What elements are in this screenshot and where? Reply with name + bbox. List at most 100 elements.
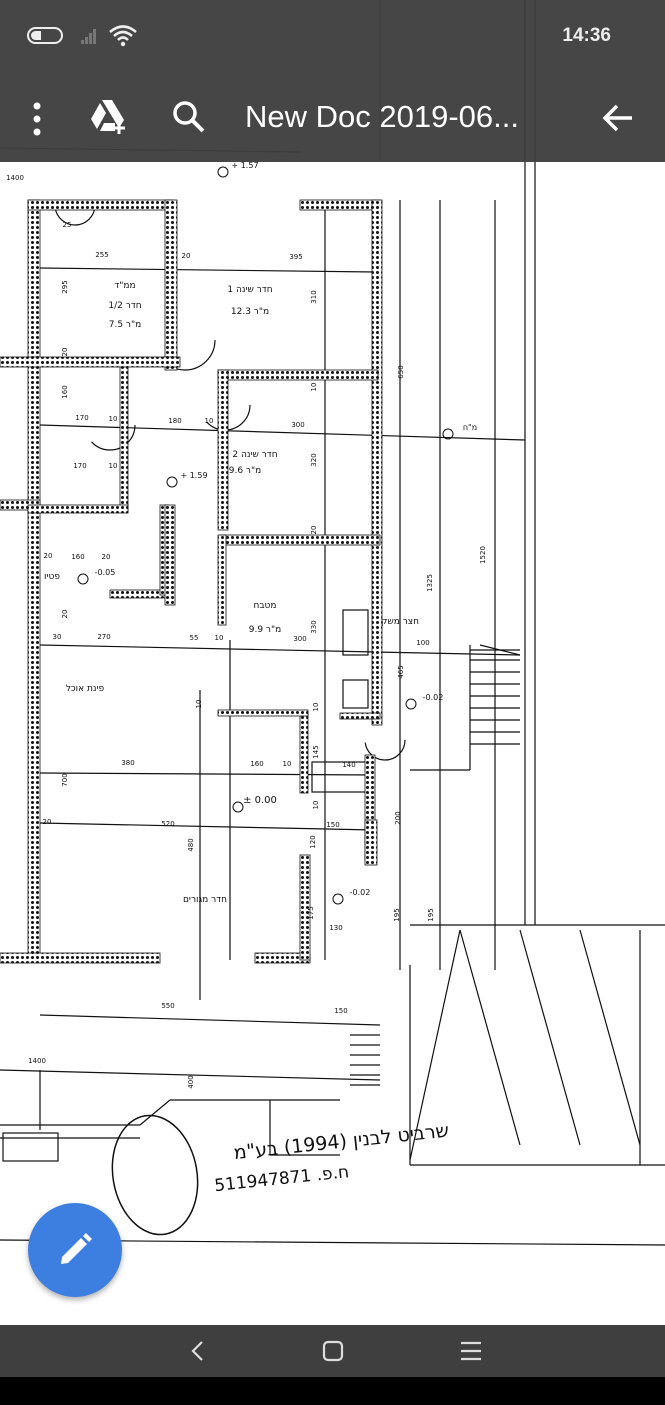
plan-text: 1400 <box>6 174 24 182</box>
designer-stamp: שרביט לבנין (1994) בע"מ ח.פ. 511947871 <box>111 1114 450 1236</box>
plan-text: 200 <box>394 811 402 824</box>
plan-text: 150 <box>326 821 339 829</box>
plan-text: 140 <box>342 761 355 769</box>
plan-text: 10 <box>310 383 318 392</box>
plan-text: 650 <box>397 365 405 378</box>
wall <box>339 712 381 720</box>
plan-text: 700 <box>61 773 69 786</box>
sink-fixture <box>342 609 369 656</box>
plan-lines <box>0 0 665 1246</box>
plan-text: 330 <box>310 620 318 633</box>
wall <box>0 952 161 964</box>
plan-text: 300 <box>291 421 304 429</box>
wifi-icon <box>109 25 137 47</box>
level-marker-icon <box>232 801 244 813</box>
plan-walls <box>0 199 383 964</box>
plan-text: 180 <box>168 417 181 425</box>
plan-text: 10 <box>283 760 292 768</box>
plan-text: 10 <box>109 415 118 423</box>
plan-text: 20 <box>43 818 52 826</box>
home-nav-icon[interactable] <box>319 1338 347 1364</box>
plan-text: 10 <box>312 801 320 810</box>
plan-line <box>139 1099 171 1126</box>
plan-text: -0.05 <box>95 568 116 577</box>
plan-text: 9.9 מ"ר <box>249 625 282 635</box>
plan-text: 1325 <box>426 574 434 592</box>
wall <box>164 504 176 606</box>
plan-text: 10 <box>215 634 224 642</box>
wall <box>27 199 174 211</box>
plan-text: 150 <box>334 1007 347 1015</box>
signal-icon <box>81 29 96 44</box>
level-marker-icon <box>217 166 229 178</box>
search-icon[interactable] <box>170 98 208 136</box>
top-bar: 14:36 New Doc 2019-06... <box>0 0 665 162</box>
plan-text: חדר שינה 1 <box>227 285 272 295</box>
arrow-back-icon[interactable] <box>598 98 638 138</box>
back-nav-icon[interactable] <box>184 1338 212 1364</box>
plan-text: 160 <box>71 553 84 561</box>
plan-text: 120 <box>309 835 317 848</box>
wall <box>164 199 178 371</box>
plan-text: 7.5 מ"ר <box>109 320 142 330</box>
plan-text: מטבח <box>253 601 276 611</box>
wall <box>219 534 381 546</box>
plan-text: 520 <box>161 820 174 828</box>
plan-text: 170 <box>75 414 88 422</box>
wall <box>27 504 129 514</box>
wall <box>371 199 383 726</box>
plan-text: 20 <box>310 526 318 535</box>
level-marker-icon <box>77 573 89 585</box>
more-vert-icon[interactable] <box>28 100 46 138</box>
plan-text: פטיו <box>44 572 60 582</box>
plan-text: 295 <box>61 280 69 293</box>
door-swing <box>154 309 216 371</box>
plan-line <box>409 929 461 1161</box>
plan-text: 465 <box>397 665 405 678</box>
plan-text: 10 <box>109 462 118 470</box>
plan-text: 10 <box>195 700 203 709</box>
nav-bar-bottom <box>0 1377 665 1405</box>
plan-text: 130 <box>329 924 342 932</box>
wall <box>217 369 379 381</box>
wall <box>27 199 41 963</box>
plan-line <box>459 929 521 1146</box>
edit-fab-button[interactable] <box>28 1203 122 1297</box>
plan-text: 380 <box>121 759 134 767</box>
plan-text: 400 <box>187 1075 195 1088</box>
plan-text: + 1.57 <box>231 161 258 170</box>
wall <box>217 534 227 626</box>
plan-line <box>579 929 641 1146</box>
battery-icon <box>27 27 63 44</box>
plan-line <box>39 267 376 273</box>
plan-text: + 1.59 <box>180 471 207 480</box>
plan-text: 145 <box>312 745 320 758</box>
plan-line <box>39 772 376 776</box>
level-marker-icon <box>166 476 178 488</box>
status-bar: 14:36 <box>0 0 665 72</box>
plan-text: 25 <box>63 221 72 229</box>
plan-text: 9.6 מ"ר <box>229 466 262 476</box>
plan-text: 550 <box>161 1002 174 1010</box>
plan-line <box>0 1069 381 1081</box>
wall <box>119 366 129 513</box>
status-time: 14:36 <box>562 25 611 46</box>
plan-text: 1/2 חדר <box>108 301 141 311</box>
recents-nav-icon[interactable] <box>457 1338 485 1364</box>
plan-text: ± 0.00 <box>243 795 277 806</box>
drive-add-icon[interactable] <box>88 98 128 134</box>
plan-line <box>39 822 376 831</box>
plan-fixture <box>311 761 368 793</box>
plan-text: 30 <box>53 633 62 641</box>
plan-text: 12.3 מ"ר <box>231 307 269 317</box>
plan-text: 170 <box>73 462 86 470</box>
plan-text: מ"ח <box>463 423 477 432</box>
app-bar: New Doc 2019-06... <box>0 80 665 156</box>
plan-fixture <box>2 1132 59 1162</box>
plan-line <box>39 644 521 656</box>
wall <box>0 356 181 368</box>
plan-text: חדר שינה 2 <box>232 450 277 460</box>
wall <box>217 709 309 717</box>
level-marker-icon <box>405 698 417 710</box>
